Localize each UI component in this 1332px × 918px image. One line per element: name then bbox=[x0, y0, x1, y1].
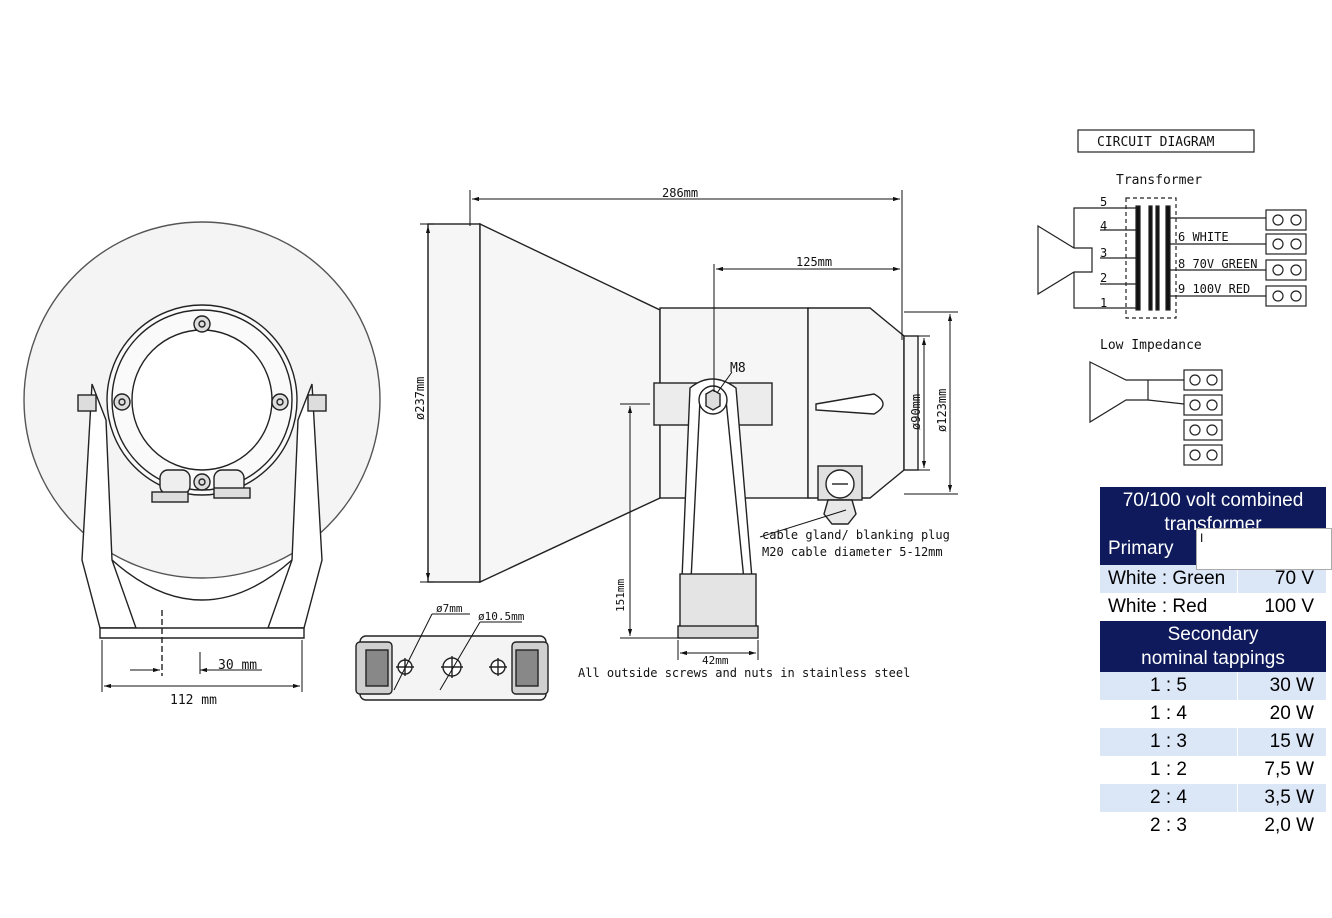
secondary-row-key: 1 : 5 bbox=[1150, 675, 1187, 696]
dim-30mm: 30 mm bbox=[218, 658, 257, 673]
dim-123mm: ø123mm bbox=[935, 389, 949, 432]
transformer-label: Transformer bbox=[1116, 173, 1202, 188]
primary-row-key: White : Green bbox=[1108, 568, 1226, 589]
secondary-row-key: 1 : 2 bbox=[1150, 759, 1187, 780]
side-dimensions bbox=[420, 190, 958, 660]
transformer-schematic bbox=[1037, 197, 1307, 319]
secondary-row-value: 3,5 W bbox=[1237, 784, 1326, 812]
table-title-line1: 70/100 volt combined bbox=[1122, 490, 1304, 511]
table-row: 1 : 4 20 W bbox=[1100, 700, 1326, 728]
secondary-row-value: 7,5 W bbox=[1237, 756, 1326, 784]
secondary-header: Secondary nominal tappings bbox=[1100, 621, 1326, 672]
bracket-hole-dimensions bbox=[393, 613, 522, 691]
note-cable-diameter: M20 cable diameter 5-12mm bbox=[762, 545, 943, 559]
front-dimensions bbox=[101, 640, 303, 692]
secondary-row-value: 30 W bbox=[1237, 672, 1326, 700]
tap-4: 4 bbox=[1100, 219, 1107, 233]
dim-m8: M8 bbox=[730, 361, 746, 376]
dim-151mm: 151mm bbox=[614, 579, 627, 612]
tap-5: 5 bbox=[1100, 195, 1107, 209]
secondary-row-key: 2 : 3 bbox=[1150, 815, 1187, 836]
table-row: White : Red 100 V bbox=[1100, 593, 1326, 621]
circuit-title: CIRCUIT DIAGRAM bbox=[1097, 135, 1215, 150]
table-row: 1 : 2 7,5 W bbox=[1100, 756, 1326, 784]
note-cable-gland: cable gland/ blanking plug bbox=[762, 528, 950, 542]
secondary-row-key: 1 : 4 bbox=[1150, 703, 1187, 724]
tap-2: 2 bbox=[1100, 271, 1107, 285]
popup-text: I bbox=[1200, 531, 1204, 545]
note-stainless: All outside screws and nuts in stainless… bbox=[578, 666, 910, 680]
table-row: 2 : 3 2,0 W bbox=[1100, 812, 1326, 840]
output-red: 9 100V RED bbox=[1178, 282, 1250, 296]
table-row: 1 : 3 15 W bbox=[1100, 728, 1326, 756]
output-green: 8 70V GREEN bbox=[1178, 257, 1257, 271]
dim-125mm: 125mm bbox=[796, 255, 832, 269]
table-row: 1 : 5 30 W bbox=[1100, 672, 1326, 700]
circuit-title-box bbox=[1077, 129, 1255, 153]
dim-10-5mm: ø10.5mm bbox=[478, 610, 525, 623]
overlay-popup[interactable]: I bbox=[1196, 528, 1332, 570]
tap-3: 3 bbox=[1100, 246, 1107, 260]
primary-row-key: White : Red bbox=[1108, 596, 1208, 617]
primary-row-value: 100 V bbox=[1237, 593, 1326, 621]
low-impedance-schematic bbox=[1089, 361, 1223, 466]
output-white: 6 WHITE bbox=[1178, 230, 1229, 244]
bracket-bottom-view bbox=[355, 635, 549, 701]
dim-90mm: ø90mm bbox=[909, 394, 923, 430]
secondary-row-key: 2 : 4 bbox=[1150, 787, 1187, 808]
dim-42mm: 42mm bbox=[702, 654, 729, 667]
secondary-row-value: 20 W bbox=[1237, 700, 1326, 728]
side-view bbox=[427, 222, 919, 639]
front-view bbox=[23, 221, 381, 676]
dim-237mm: ø237mm bbox=[413, 377, 427, 420]
dim-286mm: 286mm bbox=[662, 186, 698, 200]
secondary-row-value: 15 W bbox=[1237, 728, 1326, 756]
tap-1: 1 bbox=[1100, 296, 1107, 310]
secondary-row-value: 2,0 W bbox=[1237, 812, 1326, 840]
secondary-row-key: 1 : 3 bbox=[1150, 731, 1187, 752]
low-impedance-label: Low Impedance bbox=[1100, 338, 1202, 353]
secondary-line2: nominal tappings bbox=[1141, 648, 1285, 669]
dim-7mm: ø7mm bbox=[436, 602, 463, 615]
secondary-line1: Secondary bbox=[1167, 624, 1259, 645]
primary-row-value: 70 V bbox=[1237, 565, 1326, 593]
table-row: 2 : 4 3,5 W bbox=[1100, 784, 1326, 812]
dim-112mm: 112 mm bbox=[170, 693, 217, 708]
primary-label: Primary bbox=[1108, 538, 1174, 559]
